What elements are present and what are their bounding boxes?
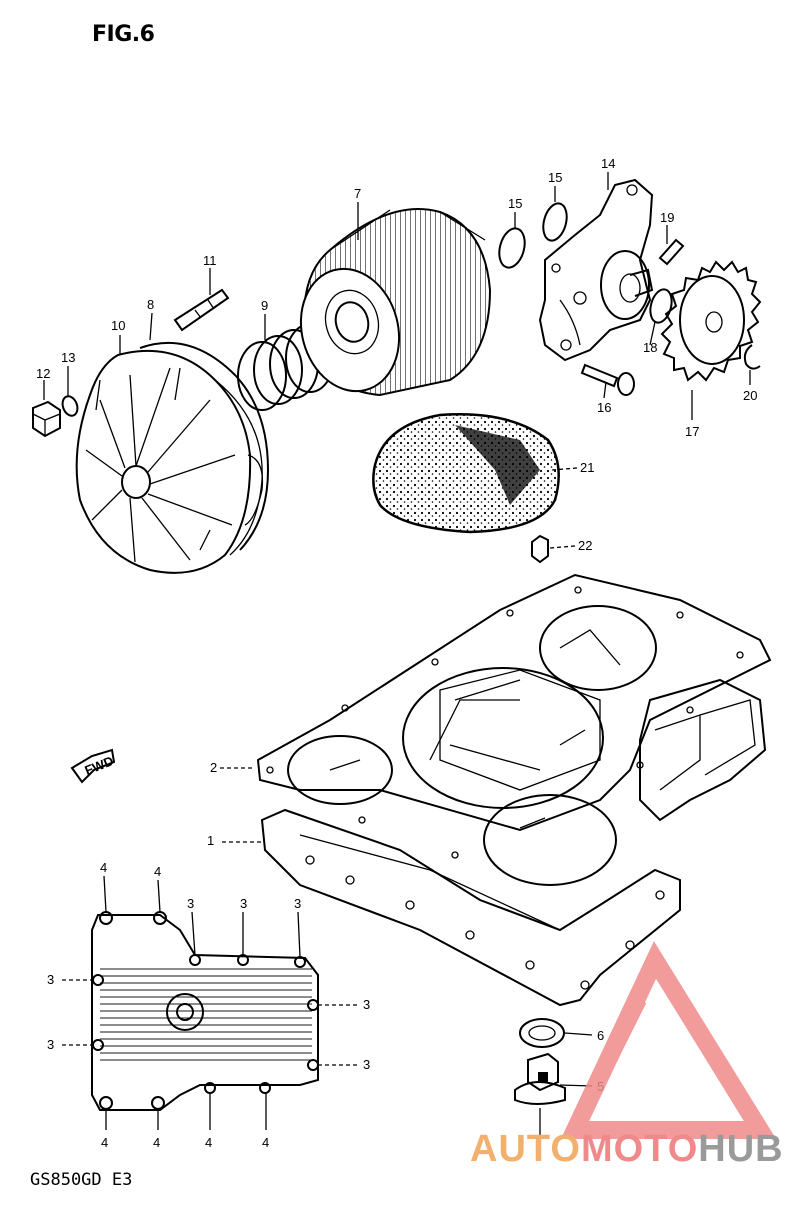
circlip-20: [743, 344, 761, 370]
callout-3d: 3: [47, 972, 54, 987]
cap-nut-12: [32, 400, 61, 438]
callout-4e: 4: [205, 1135, 212, 1150]
pin-19: [658, 238, 685, 266]
callout-6: 6: [597, 1028, 604, 1043]
callout-4a: 4: [100, 860, 107, 875]
fwd-label: FWD: [82, 753, 115, 778]
gear-17: [660, 260, 762, 382]
callout-12: 12: [36, 366, 50, 381]
oil-pan-1: [260, 669, 767, 1007]
callout-3a: 3: [187, 896, 194, 911]
forward-arrow-icon: FWD: [70, 748, 116, 784]
washer-18: [649, 288, 673, 324]
callout-22: 22: [578, 538, 592, 553]
callout-13: 13: [61, 350, 75, 365]
callout-14: 14: [601, 156, 615, 171]
callout-numbers: 1 2 3 3 3 3 3 3 3 4 4 4 4 4 4 5 6 7 8 9 …: [36, 156, 757, 1150]
callout-10: 10: [111, 318, 125, 333]
callout-3b: 3: [240, 896, 247, 911]
model-code: GS850GD E3: [30, 1170, 133, 1190]
callout-15b: 15: [548, 170, 562, 185]
callout-4c: 4: [101, 1135, 108, 1150]
callout-15a: 15: [508, 196, 522, 211]
callout-8: 8: [147, 297, 154, 312]
oil-filter-cover-10: [75, 349, 264, 574]
callout-18: 18: [643, 340, 657, 355]
bolt-16: [580, 363, 635, 396]
figure-title: FIG.6: [92, 22, 155, 47]
callout-9: 9: [261, 298, 268, 313]
o-ring-15b: [542, 202, 568, 242]
washer-6: [519, 1018, 565, 1048]
callout-3e: 3: [47, 1037, 54, 1052]
callout-20: 20: [743, 388, 757, 403]
pin-11: [173, 288, 230, 332]
callout-3c: 3: [294, 896, 301, 911]
pipe-22: [531, 534, 549, 564]
callout-2: 2: [210, 760, 217, 775]
callout-3f: 3: [363, 997, 370, 1012]
callout-4d: 4: [153, 1135, 160, 1150]
callout-4b: 4: [154, 864, 161, 879]
watermark-text: AUTOMOTOHUB: [470, 1128, 784, 1170]
oil-pump-14: [538, 178, 654, 362]
drain-plug-5: [514, 1052, 566, 1105]
oil-strainer-21: [372, 413, 560, 534]
automotohub-logo-icon: [560, 941, 777, 1139]
washer-13: [61, 395, 79, 417]
oil-pan-bottom-view: [91, 911, 319, 1111]
callout-21: 21: [580, 460, 594, 475]
callout-16: 16: [597, 400, 611, 415]
leader-lines: [43, 172, 751, 1135]
callout-1: 1: [207, 833, 214, 848]
o-ring-15a: [498, 227, 526, 269]
callout-4f: 4: [262, 1135, 269, 1150]
callout-11: 11: [203, 253, 217, 268]
o-ring-8: [139, 341, 270, 551]
callout-3g: 3: [363, 1057, 370, 1072]
callout-17: 17: [685, 424, 699, 439]
oil-pan-gasket-2: [256, 573, 772, 886]
callout-19: 19: [660, 210, 674, 225]
oil-filter-7: [299, 208, 492, 397]
callout-7: 7: [354, 186, 361, 201]
